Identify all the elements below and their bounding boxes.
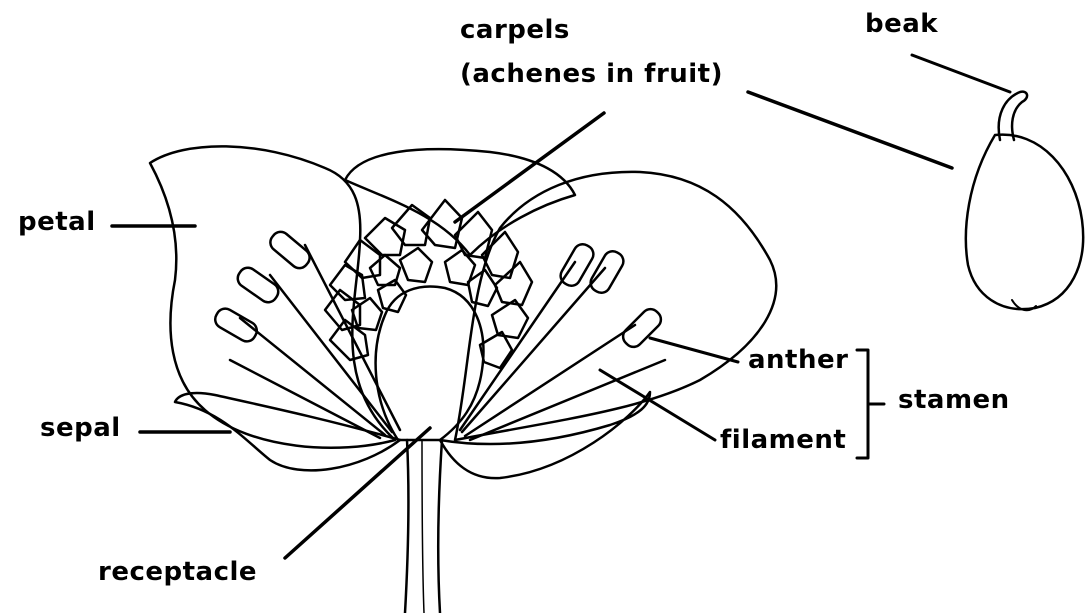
- beak-leader: [912, 55, 1010, 92]
- achene-leader: [748, 92, 952, 168]
- anther-leader: [650, 338, 738, 362]
- filament-label: filament: [720, 426, 846, 455]
- stem-inner: [422, 440, 424, 613]
- anther-label: anther: [748, 346, 848, 375]
- carpels-leader: [455, 113, 604, 222]
- beak-label: beak: [865, 10, 938, 39]
- left-petal: [150, 146, 395, 447]
- middle-petal: [345, 149, 575, 255]
- right-petal: [455, 172, 776, 440]
- carpels-label: carpels: [460, 16, 570, 45]
- achene-fruit: [966, 135, 1083, 310]
- sepal-label: sepal: [40, 414, 121, 443]
- petal-label: petal: [18, 208, 96, 237]
- stem: [405, 440, 408, 613]
- left-stamens: [212, 228, 400, 438]
- carpels-note-label: (achenes in fruit): [460, 60, 723, 89]
- stamen-bracket: [857, 350, 884, 458]
- stamen-label: stamen: [898, 386, 1010, 415]
- achene-beak: [999, 92, 1027, 140]
- receptacle-label: receptacle: [98, 558, 257, 587]
- stem-right-edge: [438, 440, 442, 613]
